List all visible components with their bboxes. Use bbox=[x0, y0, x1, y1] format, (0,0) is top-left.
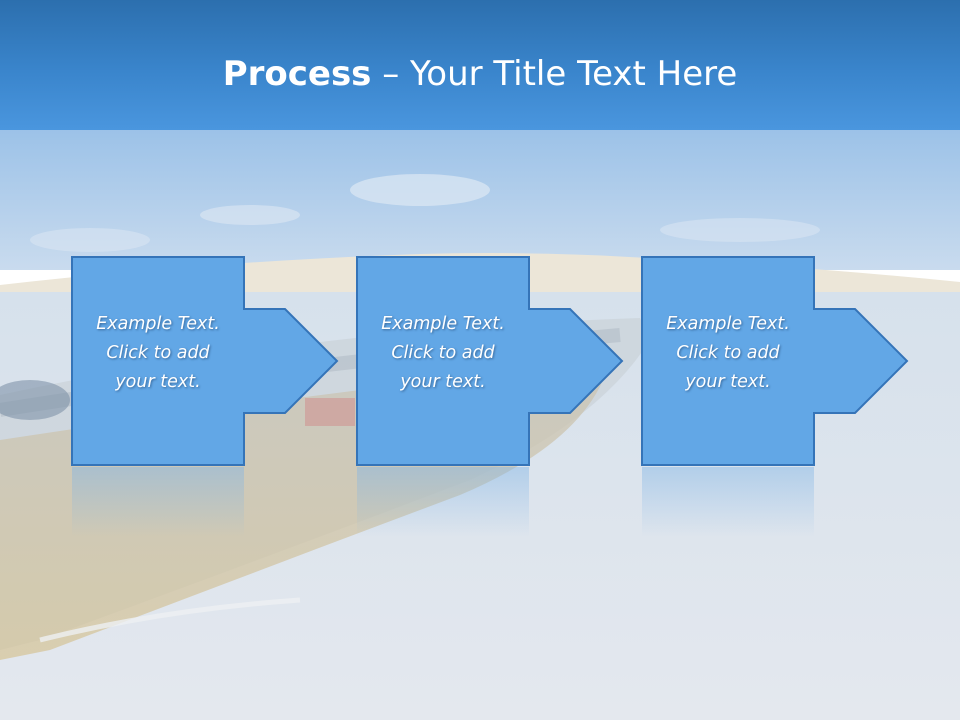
process-step-1-shape[interactable] bbox=[71, 256, 339, 466]
process-step-3-text[interactable]: Example Text. Click to add your text. bbox=[642, 310, 814, 397]
process-step-3-shape[interactable] bbox=[641, 256, 909, 466]
step-text-line: your text. bbox=[115, 372, 201, 392]
step-text-line: your text. bbox=[685, 372, 771, 392]
step-text-line: Example Text. bbox=[96, 314, 220, 334]
title-bold: Process bbox=[222, 54, 372, 94]
slide-title[interactable]: Process – Your Title Text Here bbox=[0, 54, 960, 94]
process-step-2-text[interactable]: Example Text. Click to add your text. bbox=[357, 310, 529, 397]
title-bar bbox=[0, 0, 960, 130]
step-text-line: Click to add bbox=[391, 343, 495, 363]
step-text-line: Example Text. bbox=[666, 314, 790, 334]
step-text-line: your text. bbox=[400, 372, 486, 392]
reflection bbox=[72, 467, 814, 537]
step-text-line: Click to add bbox=[106, 343, 210, 363]
step-text-line: Click to add bbox=[676, 343, 780, 363]
title-rest: – Your Title Text Here bbox=[371, 54, 738, 94]
process-step-2-shape[interactable] bbox=[356, 256, 624, 466]
process-step-1-text[interactable]: Example Text. Click to add your text. bbox=[72, 310, 244, 397]
step-text-line: Example Text. bbox=[381, 314, 505, 334]
